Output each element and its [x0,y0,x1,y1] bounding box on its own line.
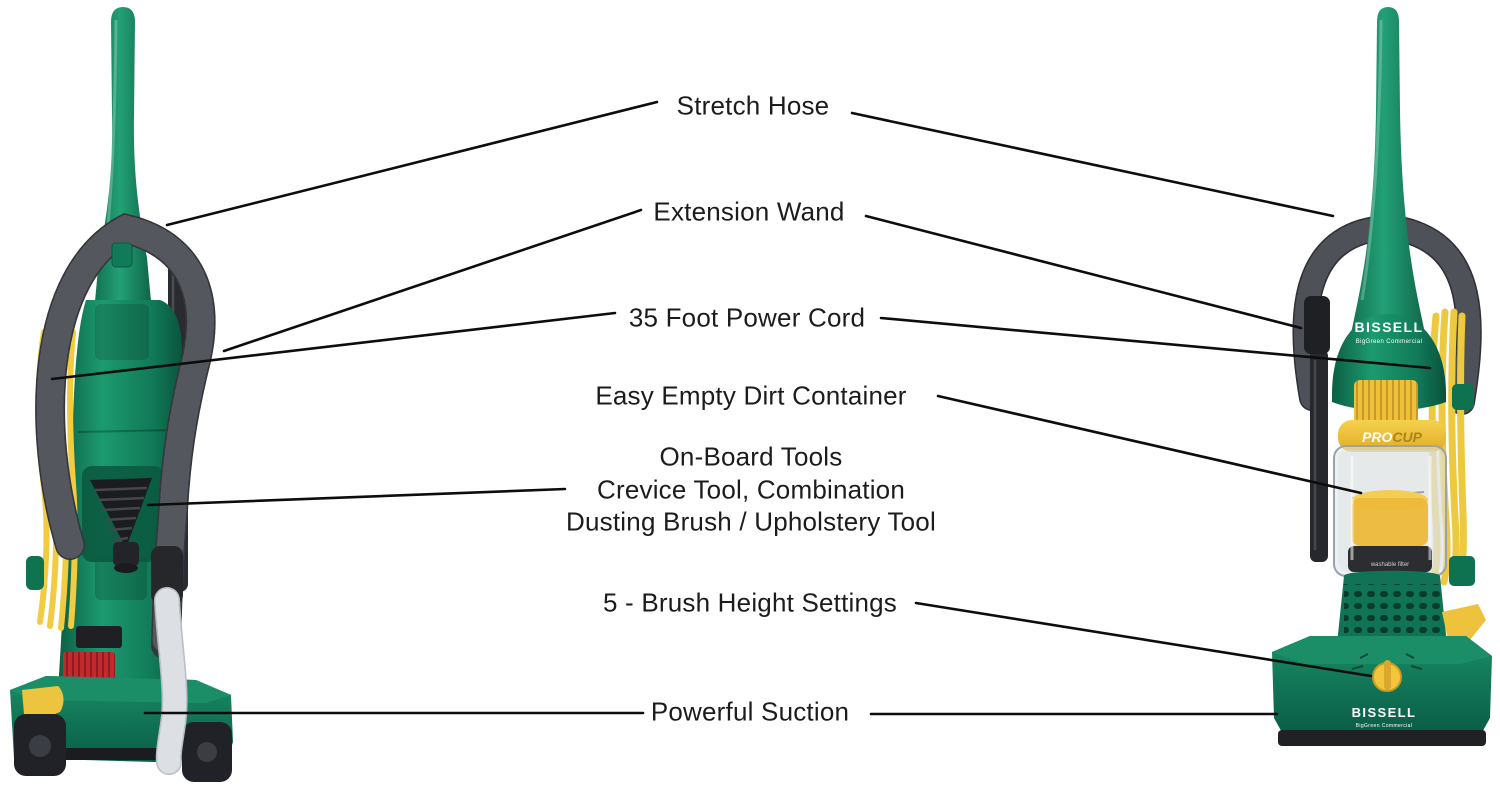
callout-line-power-cord-right [879,316,1432,370]
left-vacuum [10,7,233,782]
callout-label-powerful-suction: Powerful Suction [650,696,850,727]
right-cup-lid [1338,420,1446,452]
right-handle-cone [1348,7,1428,348]
callout-line-extension-wand-left [222,208,643,353]
right-motor-vents [1344,584,1440,646]
callout-line-stretch-hose-right [850,111,1335,218]
right-base-bumper [1278,730,1486,746]
callout-line-extension-wand-right [864,214,1303,330]
left-body-seam [77,429,177,433]
callout-label-dirt-container: Easy Empty Dirt Container [595,380,907,411]
right-cup-brand: PROCUP [1362,429,1423,445]
callout-label-extension-wand: Extension Wand [653,196,845,227]
callout-line-stretch-hose-left [165,100,659,227]
right-cone-highlight [1360,19,1383,301]
callout-line-brush-height-right [914,601,1373,678]
right-dirt-container: washable filter [1333,445,1447,577]
right-vacuum: BISSELL BigGreen Commercial PROCUP washa… [1272,7,1492,746]
left-stretch-hose [35,213,216,660]
left-hose-cuff [151,546,183,604]
callout-lines [50,100,1432,716]
callout-label-power-cord: 35 Foot Power Cord [628,302,866,333]
callout-line-dirt-container-right [936,394,1363,495]
right-cord-hook-bottom [1449,556,1475,586]
left-rear-latch [76,626,122,648]
callout-label-onboard-tools: On-Board Tools Crevice Tool, Combination… [566,440,936,538]
left-lower-hose [154,587,188,775]
callout-line-onboard-tools-left [146,487,567,507]
onboard-tools-line-2: Crevice Tool, Combination [597,473,905,504]
left-cord-hook [26,556,44,590]
right-cup-note: washable filter [1370,562,1409,568]
right-extension-wand [1304,296,1330,562]
right-hood-sub: BigGreen Commercial [1356,339,1423,345]
right-cord-hook-top [1452,384,1474,410]
right-filter [1354,380,1418,424]
onboard-tools-line-1: On-Board Tools [659,441,843,472]
left-body-top-inset [95,304,149,360]
left-pedal [22,686,64,720]
callout-line-power-cord-left [50,311,617,381]
left-red-guard [63,652,115,680]
right-base-brand: BISSELL [1352,705,1417,720]
callout-label-stretch-hose: Stretch Hose [676,90,830,121]
right-base-sub: BigGreen Commercial [1356,723,1413,729]
left-wheel-right-hub [197,742,217,762]
callout-label-brush-height: 5 - Brush Height Settings [602,587,898,618]
right-base-top [1272,636,1492,664]
left-combination-tool [90,478,152,573]
left-hose-clip [111,242,133,268]
right-brush-height-knob [1351,653,1423,692]
left-wheel-left-hub [29,735,51,757]
onboard-tools-line-3: Dusting Brush / Upholstery Tool [566,506,936,537]
right-hood-brand: BISSELL [1355,319,1424,335]
right-pedal [1442,604,1486,640]
